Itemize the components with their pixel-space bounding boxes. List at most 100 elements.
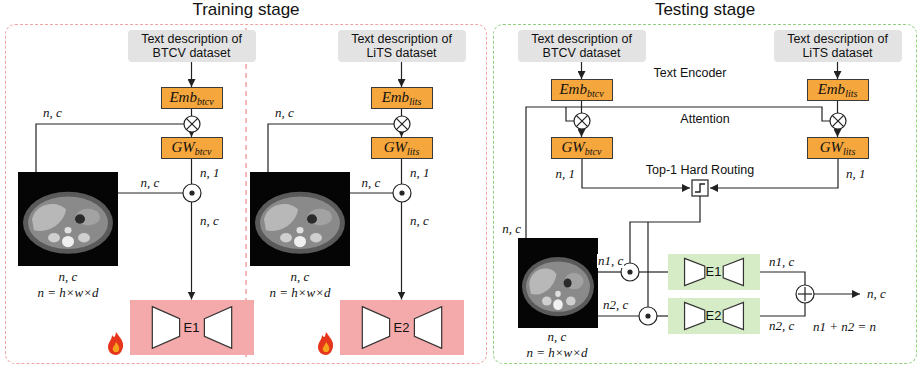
stage-title: Testing stage xyxy=(655,0,755,19)
dimension-label: n1, c xyxy=(768,255,795,269)
dimension-label: n, c xyxy=(42,106,63,120)
dimension-label: n, c xyxy=(199,214,220,228)
dimension-label: n, 1 xyxy=(845,167,867,181)
flow-arrow xyxy=(191,159,192,300)
embedding-box: Embbtcv xyxy=(161,87,223,109)
embedding-box: GWbtcv xyxy=(161,137,223,159)
subscript-text: lits xyxy=(843,146,855,157)
node-text-holder: Text description of BTCV dataset xyxy=(133,32,251,60)
feature-wires xyxy=(36,107,860,316)
text-description-box: Text description of LiTS dataset xyxy=(338,30,466,62)
expert-encoder-box: E1 xyxy=(668,254,760,290)
subscript-text: lits xyxy=(407,146,419,157)
node-text: Text description of BTCV dataset xyxy=(531,32,632,60)
flow-arrow xyxy=(401,62,402,88)
stage-panel: Training stageText description of BTCV d… xyxy=(5,24,487,364)
node-text: Text description of BTCV dataset xyxy=(141,32,242,60)
node-text: Emb xyxy=(818,81,846,97)
node-text: GW xyxy=(820,139,843,155)
dimension-label: n, c xyxy=(274,106,295,120)
node-text-holder: E2 xyxy=(706,308,722,323)
node-text-holder: Emblits xyxy=(818,81,858,99)
ct-slice-image xyxy=(250,172,350,266)
router-step-symbol xyxy=(692,180,708,196)
flow-arrow xyxy=(837,62,838,80)
dimension-label: n, c xyxy=(409,214,430,228)
expert-encoder-box: E1 xyxy=(130,300,254,355)
stage-heading: Training stage xyxy=(6,0,486,20)
dimension-label: n = h×w×d xyxy=(37,286,100,300)
dimension-label: n = h×w×d xyxy=(526,346,589,360)
node-text-holder: Embbtcv xyxy=(559,81,603,99)
flow-arrow xyxy=(581,62,582,80)
text-description-box: Text description of BTCV dataset xyxy=(128,30,256,62)
annotation-label: Top-1 Hard Routing xyxy=(645,163,755,177)
ct-slice-image xyxy=(518,238,598,328)
node-text-holder: Embbtcv xyxy=(169,89,213,107)
annotation-label: Text Encoder xyxy=(653,66,728,80)
dimension-label: n, c xyxy=(866,287,887,301)
subscript-text: lits xyxy=(409,96,421,107)
node-text: Emb xyxy=(169,89,197,105)
dimension-label: n, c xyxy=(58,270,79,284)
dimension-label: n, 1 xyxy=(555,167,577,181)
node-text-holder: GWlits xyxy=(820,139,856,157)
node-text: GW xyxy=(172,139,195,155)
node-text: Emb xyxy=(559,81,587,97)
embedding-box: GWlits xyxy=(807,137,869,159)
node-text-holder: Emblits xyxy=(382,89,422,107)
subscript-text: btcv xyxy=(195,146,212,157)
text-description-box: Text description of BTCV dataset xyxy=(518,30,646,62)
embedding-box: Embbtcv xyxy=(551,79,613,101)
dimension-label: n1, c xyxy=(597,254,624,268)
dimension-label: n1 + n2 = n xyxy=(812,320,877,334)
ct-slice-image xyxy=(18,172,118,266)
text-description-box: Text description of LiTS dataset xyxy=(774,30,902,62)
node-text: GW xyxy=(384,139,407,155)
dimension-label: n = h×w×d xyxy=(269,286,332,300)
subscript-text: btcv xyxy=(587,88,604,99)
dimension-label: n, 1 xyxy=(199,166,221,180)
subscript-text: btcv xyxy=(585,146,602,157)
stage-heading: Testing stage xyxy=(494,0,916,20)
embedding-box: GWlits xyxy=(371,137,433,159)
flow-arrow xyxy=(191,62,192,88)
node-text-holder: Text description of LiTS dataset xyxy=(343,32,461,60)
dimension-label: n, 1 xyxy=(409,166,431,180)
embedding-box: GWbtcv xyxy=(551,137,613,159)
node-text: E2 xyxy=(706,308,722,323)
node-text-holder: E1 xyxy=(184,320,200,335)
dimension-label: n, c xyxy=(501,222,522,236)
subscript-text: lits xyxy=(845,88,857,99)
flow-arrow xyxy=(401,159,402,300)
node-text: Text description of LiTS dataset xyxy=(787,32,888,60)
node-text-holder: E2 xyxy=(394,320,410,335)
node-text: E1 xyxy=(706,264,722,279)
node-text-holder: Text description of LiTS dataset xyxy=(779,32,897,60)
dimension-label: n, c xyxy=(361,176,382,190)
annotation-label: Attention xyxy=(679,112,730,126)
node-text-holder: GWbtcv xyxy=(562,139,602,157)
dimension-label: n, c xyxy=(547,330,568,344)
node-text: GW xyxy=(562,139,585,155)
node-text: E2 xyxy=(394,320,410,335)
subscript-text: btcv xyxy=(197,96,214,107)
dimension-label: n, c xyxy=(140,176,161,190)
expert-encoder-box: E2 xyxy=(668,298,760,334)
stage-title: Training stage xyxy=(192,0,299,19)
node-text-holder: E1 xyxy=(706,264,722,279)
node-text: E1 xyxy=(184,320,200,335)
embedding-box: Emblits xyxy=(371,87,433,109)
sum-symbol xyxy=(796,285,814,303)
embedding-box: Emblits xyxy=(807,79,869,101)
node-text: Text description of LiTS dataset xyxy=(351,32,452,60)
node-text-holder: GWlits xyxy=(384,139,420,157)
dimension-label: n2, c xyxy=(768,319,795,333)
dimension-label: n, c xyxy=(290,270,311,284)
node-text: Emb xyxy=(382,89,410,105)
expert-encoder-box: E2 xyxy=(340,300,464,355)
node-text-holder: GWbtcv xyxy=(172,139,212,157)
node-text-holder: Text description of BTCV dataset xyxy=(523,32,641,60)
